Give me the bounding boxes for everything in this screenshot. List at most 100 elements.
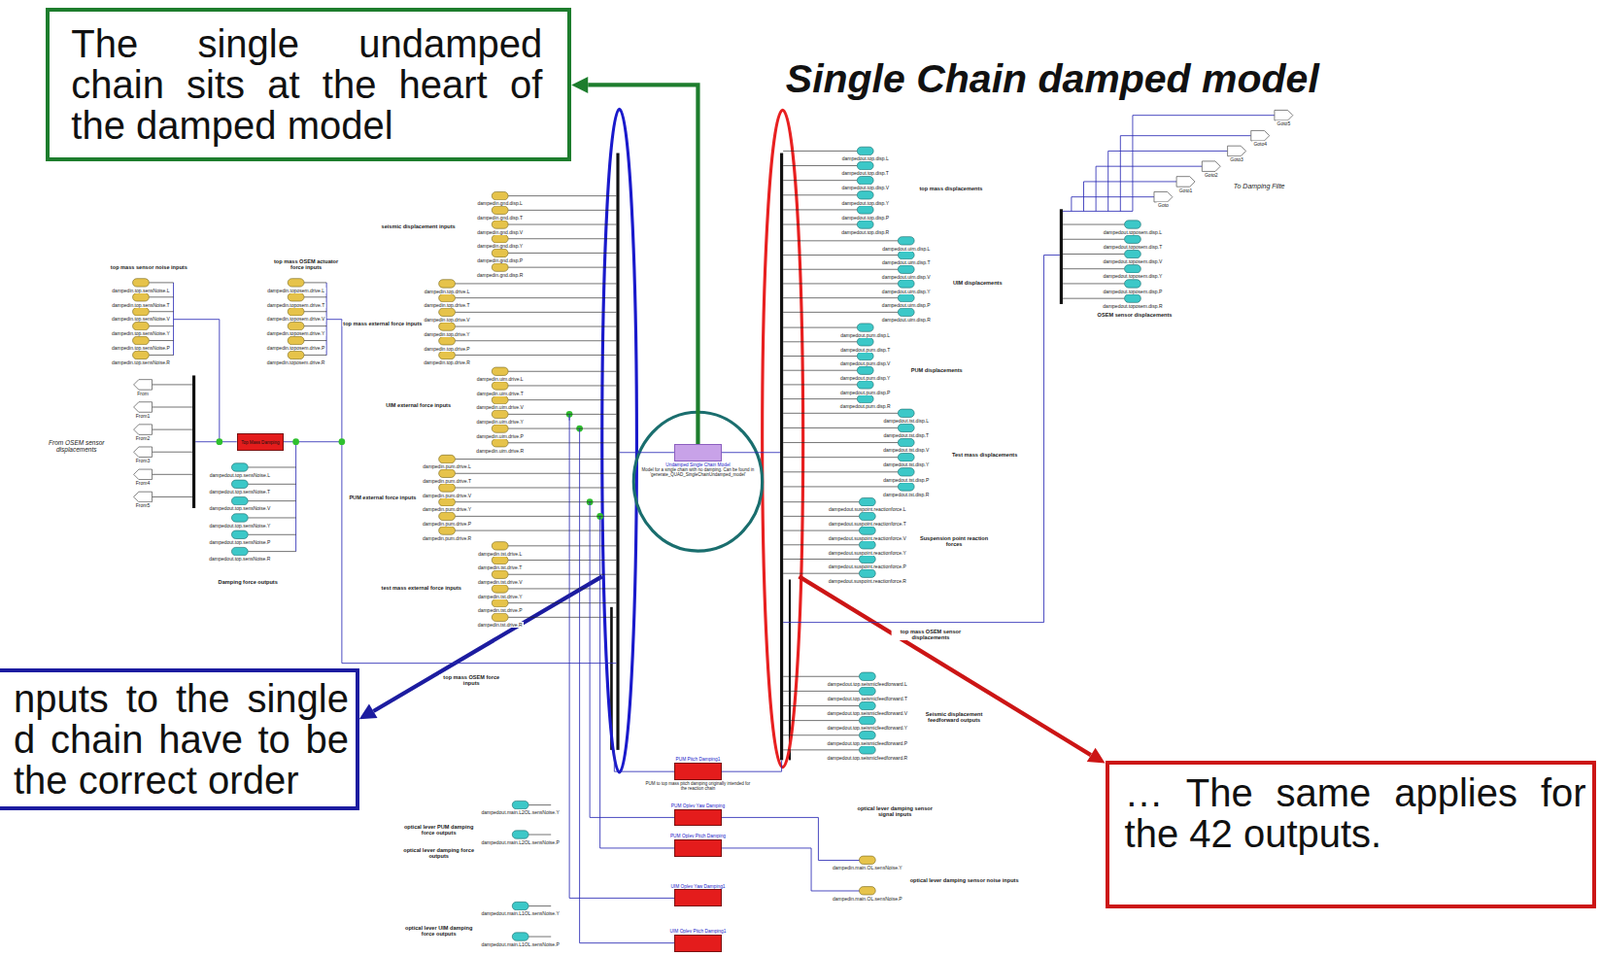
port-label: dampedout.top.sensNoise.Y (207, 522, 272, 529)
diagram-title: Single Chain damped model (785, 56, 1320, 103)
inport-block (858, 886, 876, 895)
signal-wire (508, 252, 616, 254)
arrow-head (359, 704, 378, 720)
signal-wire (1108, 150, 1228, 211)
inport-block (439, 279, 456, 288)
signal-wire (1120, 136, 1251, 212)
group-heading: top mass sensor noise inputs (109, 264, 189, 271)
input-bus-bar (615, 153, 619, 750)
inport-block (439, 293, 456, 302)
signal-wire (304, 340, 327, 341)
outport-block (897, 468, 915, 477)
port-label: dampedout.toposem.disp.L (1102, 229, 1163, 236)
block-name: Top Mass Damping (240, 440, 279, 445)
from-tag-block (134, 469, 153, 480)
from-tag-block (134, 491, 153, 503)
outport-block (897, 408, 915, 417)
inport-block (439, 511, 456, 520)
port-label: dampedout.pum.disp.T (839, 346, 891, 353)
block-label: Goto4 (1252, 140, 1268, 147)
port-label: dampedin.top.drive.V (422, 316, 471, 323)
signal-wire (247, 483, 296, 485)
signal-wire (782, 485, 898, 487)
port-label: dampedout.toposem.disp.R (1101, 303, 1163, 309)
outport-block (511, 932, 529, 941)
signal-wire (613, 749, 675, 772)
signal-wire (782, 734, 859, 736)
signal-wire (454, 458, 616, 460)
signal-wire (782, 515, 859, 517)
port-label: dampedout.top.disp.L (841, 155, 890, 162)
simulink-block: PUM Pitch Damping1PUM to top mass pitch … (643, 756, 752, 790)
signal-wire (508, 442, 616, 443)
port-label: dampedin.toposem.drive.Y (266, 330, 326, 337)
block-body (674, 443, 721, 462)
signal-wire (782, 573, 859, 575)
signal-wire (1062, 282, 1125, 284)
port-label: dampedout.toposem.disp.P (1101, 288, 1163, 295)
signal-wire (782, 398, 857, 400)
inport-block (439, 322, 456, 331)
signal-wire (782, 254, 898, 256)
arrow-head (1087, 748, 1106, 764)
inport-block (491, 409, 509, 418)
signal-wire (247, 500, 296, 502)
signal-wire (508, 238, 616, 239)
port-label: dampedout.tst.disp.T (882, 432, 930, 439)
signal-wire (782, 427, 898, 429)
outport-block (858, 731, 876, 740)
block-label: Goto (1157, 202, 1170, 208)
simulink-block: UIM Oplev Pitch Damping1 (658, 928, 737, 953)
outport-block (897, 279, 915, 288)
signal-wire (508, 209, 616, 211)
goto-tag-block (1274, 109, 1294, 121)
signal-wire (454, 501, 616, 503)
outport-block (897, 482, 915, 491)
signal-wire (304, 325, 327, 327)
signal-wire (528, 936, 551, 938)
block-label: Goto2 (1203, 171, 1220, 178)
signal-wire (782, 297, 898, 299)
block-body (674, 888, 721, 907)
outport-block (858, 511, 876, 520)
port-label: dampedout.suspoint.reactionforce.R (827, 578, 908, 584)
port-label: dampedout.top.seismicfeedforward.Y (826, 724, 910, 731)
inport-block (133, 321, 150, 330)
outport-block (858, 672, 876, 681)
outport-block (858, 746, 876, 754)
port-label: dampedout.uim.disp.T (881, 259, 931, 266)
inport-block (491, 612, 509, 621)
bus-bar (1059, 208, 1063, 305)
block-body (674, 762, 721, 781)
port-label: dampedout.toposem.disp.V (1101, 258, 1163, 265)
signal-wire (782, 255, 1060, 623)
block-label: From4 (135, 479, 151, 486)
port-label: dampedin.gnd.disp.Y (476, 242, 524, 249)
signal-wire (528, 905, 551, 907)
outport-block (897, 250, 915, 259)
outport-block (511, 830, 529, 839)
port-label: dampedin.top.drive.L (423, 288, 472, 295)
port-label: dampedin.top.drive.T (423, 302, 472, 308)
port-label: dampedin.top.sensNoise.R (110, 359, 171, 366)
outport-block (856, 175, 874, 184)
signal-wire (782, 748, 859, 750)
signal-wire (1095, 166, 1202, 211)
inport-block (439, 454, 456, 463)
outport-block (897, 237, 915, 245)
block-label: From2 (135, 435, 151, 442)
port-label: dampedin.gnd.disp.L (476, 200, 523, 206)
inport-block (491, 381, 509, 390)
group-heading: UIM displacements (952, 279, 1004, 286)
inport-block (491, 555, 509, 564)
port-label: dampedin.toposem.drive.T (266, 302, 326, 308)
port-label: dampedin.uim.drive.L (476, 375, 525, 382)
goto-tag-block (1176, 176, 1195, 188)
signal-wire (508, 224, 616, 226)
signal-wire (195, 441, 238, 443)
signal-wire (152, 474, 193, 476)
signal-wire (508, 413, 616, 415)
signal-wire (1132, 115, 1275, 212)
block-name: PUM Pitch Damping1 (676, 756, 721, 762)
group-heading: test mass external force inputs (380, 584, 463, 591)
